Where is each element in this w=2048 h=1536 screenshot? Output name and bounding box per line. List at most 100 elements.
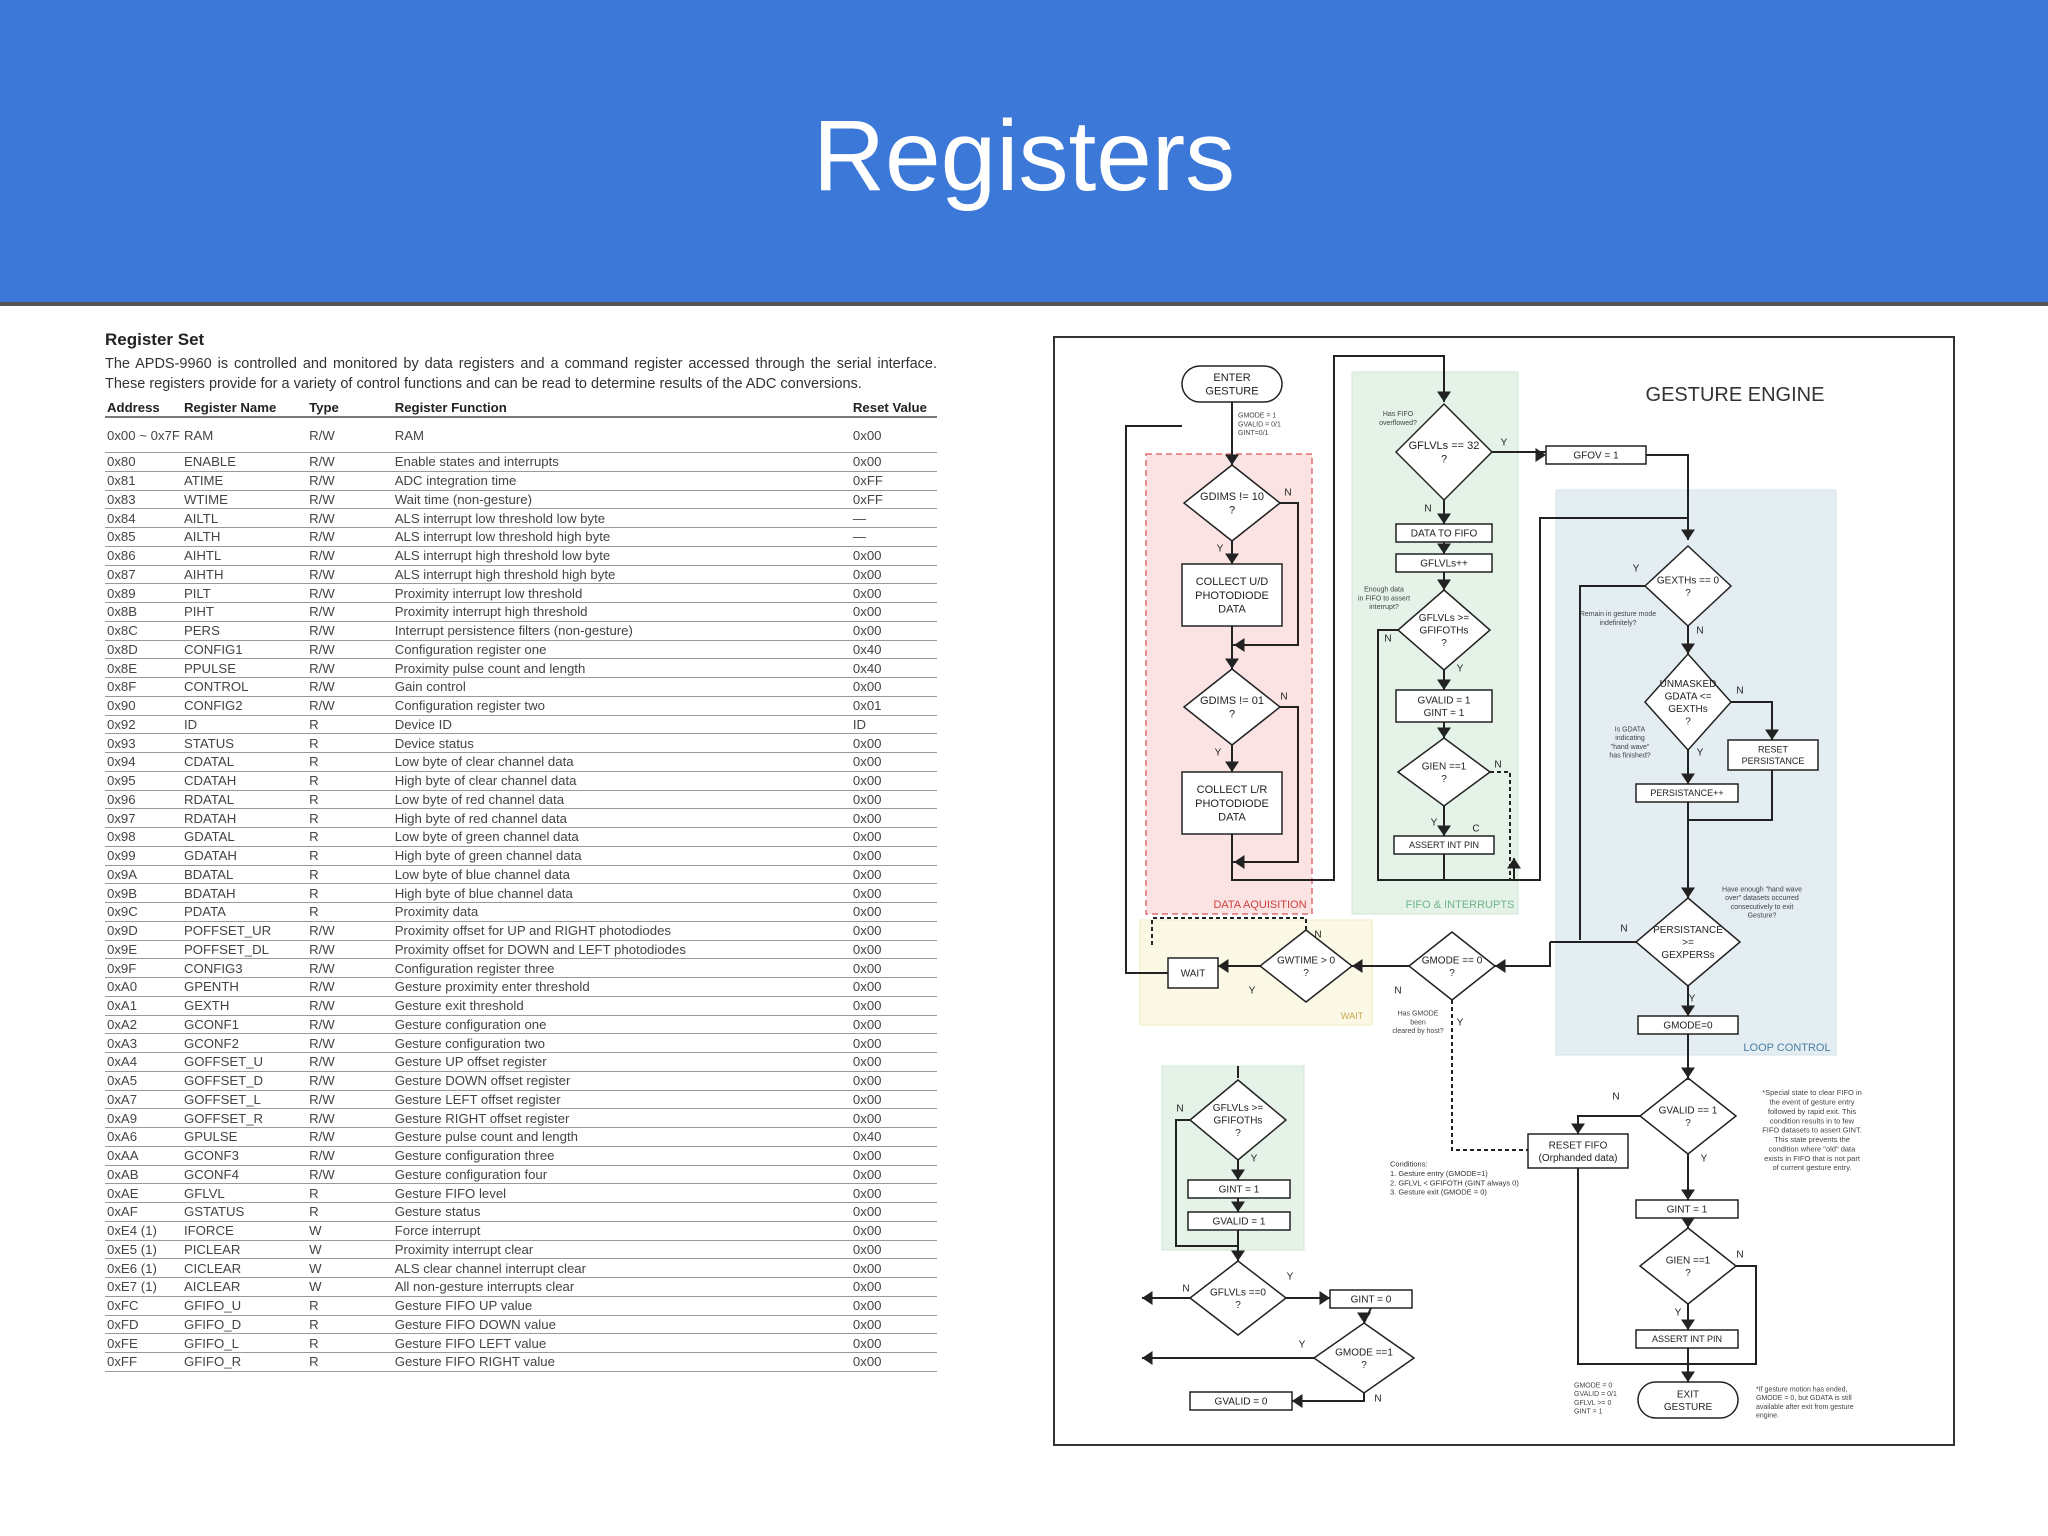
cell-reset-value: 0xFF	[850, 471, 937, 491]
cell-register-function: Interrupt persistence filters (non-gestu…	[392, 621, 851, 641]
special-state-note: FIFO datasets to assert GINT.	[1762, 1126, 1862, 1135]
cell-reset-value: 0x00	[850, 771, 937, 791]
arrow-head	[1225, 553, 1239, 564]
enter-gesture-note: GVALID = 0/1	[1238, 421, 1281, 428]
gflvl-32-decision-label: GFLVLs == 32	[1409, 440, 1480, 452]
cell-reset-value: 0x00	[850, 417, 937, 453]
cell-register-function: Proximity interrupt clear	[392, 1240, 851, 1260]
arrow-head	[1142, 1351, 1153, 1365]
cell-address: 0x9B	[105, 883, 182, 903]
cell-address: 0x9D	[105, 921, 182, 941]
cell-reset-value: 0x01	[850, 696, 937, 716]
cell-type: R/W	[307, 996, 393, 1016]
arrow-head	[1535, 448, 1546, 462]
gflvl-32-decision-label: ?	[1441, 454, 1447, 466]
unmasked-gdata-decision-label: GEXTHs	[1668, 704, 1707, 715]
gdata-hand-wave-note: Is GDATA	[1615, 726, 1646, 733]
edge-label-c: C	[1472, 824, 1479, 835]
edge-label-no: N	[1394, 986, 1401, 997]
cell-register-function: Proximity offset for UP and RIGHT photod…	[392, 921, 851, 941]
conditions-note: Conditions:	[1390, 1160, 1428, 1169]
exit-gesture-note-2: *If gesture motion has ended,	[1756, 1386, 1848, 1393]
cell-address: 0xE7 (1)	[105, 1277, 182, 1297]
collect-lr-box-label: PHOTODIODE	[1195, 798, 1269, 810]
gien-1-decision-b-label: ?	[1685, 1268, 1691, 1279]
gmode-0-box-label: GMODE=0	[1663, 1021, 1713, 1032]
gdata-hand-wave-note: indicating	[1615, 735, 1645, 742]
region-loop-control-label: LOOP CONTROL	[1743, 1042, 1830, 1054]
cell-register-function: Force interrupt	[392, 1221, 851, 1241]
edge-label-no: N	[1494, 760, 1501, 771]
cell-register-function: Proximity interrupt low threshold	[392, 583, 851, 603]
cell-register-name: AILTH	[181, 527, 308, 547]
gvalid-1-decision-label: ?	[1685, 1118, 1691, 1129]
reset-persistance-box-label: PERSISTANCE	[1742, 756, 1805, 766]
special-state-note: followed by rapid exit. This	[1768, 1107, 1856, 1116]
assert-int-pin-box-1-label: ASSERT INT PIN	[1409, 840, 1479, 850]
gdata-hand-wave-note: has finished?	[1609, 753, 1650, 760]
connector-line	[1232, 502, 1299, 646]
cell-address: 0x99	[105, 846, 182, 866]
remain-in-gesture-note: Remain in gesture mode	[1580, 611, 1656, 618]
edge-label-no: N	[1280, 692, 1287, 703]
cell-register-function: All non-gesture interrupts clear	[392, 1277, 851, 1297]
cell-register-name: POFFSET_UR	[181, 921, 308, 941]
cell-register-function: Gesture FIFO UP value	[392, 1296, 851, 1316]
exit-gesture-note: GVALID = 0/1	[1574, 1391, 1617, 1398]
cell-register-function: Gesture configuration three	[392, 1146, 851, 1166]
conditions-note: 2. GFLVL < GFIFOTH (GINT always 0)	[1390, 1178, 1519, 1187]
column-header-register-name: Register Name	[181, 398, 308, 418]
fifo-overflow-note: overflowed?	[1379, 420, 1417, 427]
edge-label-no: N	[1374, 1394, 1381, 1405]
cell-reset-value: 0x00	[850, 452, 937, 472]
connector-line	[1495, 942, 1551, 967]
cell-address: 0x8B	[105, 602, 182, 622]
cell-type: R/W	[307, 677, 393, 697]
cell-register-function: Low byte of clear channel data	[392, 752, 851, 772]
gflvl-gfifoth-decision-label: GFLVLs >=	[1419, 613, 1470, 624]
cell-type: R	[307, 790, 393, 810]
arrow-head	[1437, 727, 1451, 738]
cell-address: 0x95	[105, 771, 182, 791]
arrow-head	[1681, 1319, 1695, 1330]
edge-label-yes: Y	[1633, 564, 1640, 575]
gexth-0-decision-label: GEXTHs == 0	[1657, 575, 1720, 586]
cell-register-function: Gesture FIFO RIGHT value	[392, 1352, 851, 1372]
cell-type: R/W	[307, 546, 393, 566]
column-header-register-function: Register Function	[392, 398, 851, 418]
exit-gesture-label: EXIT	[1677, 1389, 1699, 1400]
cell-address: 0x90	[105, 696, 182, 716]
edge-label-yes: Y	[1251, 1154, 1258, 1165]
arrow-head	[1681, 1189, 1695, 1200]
cell-register-function: Gesture RIGHT offset register	[392, 1108, 851, 1128]
gexth-0-decision-label: ?	[1685, 588, 1691, 599]
cell-address: 0x9E	[105, 940, 182, 960]
enter-gesture-label: GESTURE	[1205, 386, 1258, 398]
cell-type: R	[307, 1183, 393, 1203]
gmode-0-decision-label: ?	[1449, 968, 1455, 979]
cell-register-function: Low byte of red channel data	[392, 790, 851, 810]
arrow-head	[1225, 454, 1239, 465]
arrow-head	[1681, 643, 1695, 654]
cell-reset-value: 0x00	[850, 1221, 937, 1241]
cell-type: R/W	[307, 640, 393, 660]
cell-register-name: GFIFO_D	[181, 1315, 308, 1335]
cell-address: 0xFD	[105, 1315, 182, 1335]
cell-type: W	[307, 1221, 393, 1241]
cell-type: R	[307, 846, 393, 866]
cell-address: 0x94	[105, 752, 182, 772]
cell-reset-value: 0x40	[850, 1127, 937, 1147]
cell-register-name: GFLVL	[181, 1183, 308, 1203]
cell-register-function: Configuration register three	[392, 958, 851, 978]
cell-address: 0xA6	[105, 1127, 182, 1147]
